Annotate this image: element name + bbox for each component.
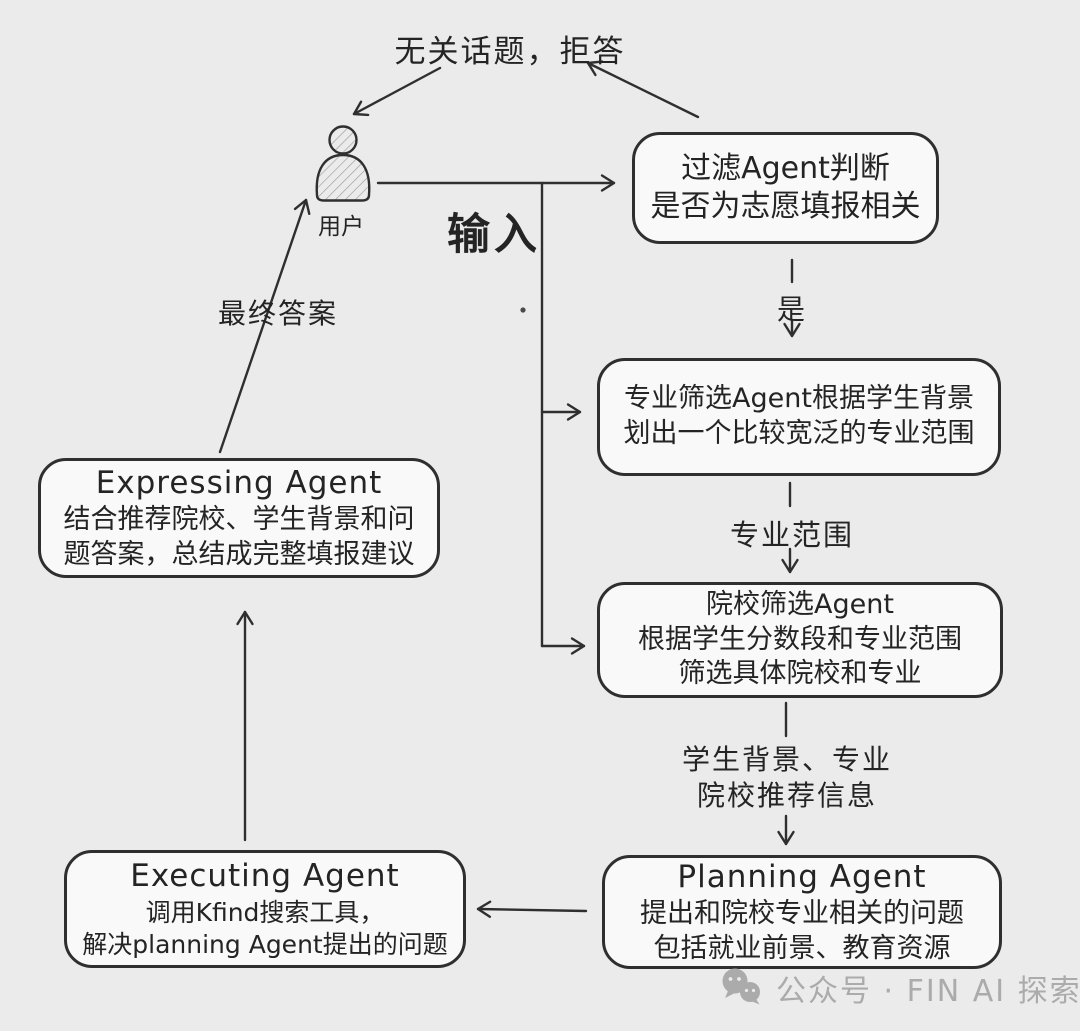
major-screening-line2: 划出一个比较宽泛的专业范围	[623, 418, 975, 449]
arrow-planning-to-executing	[476, 900, 588, 918]
major-screening-line1: 专业筛选Agent根据学生背景	[624, 383, 974, 415]
planning-agent-title: Planning Agent	[677, 858, 927, 895]
planning-agent-line2: 提出和院校专业相关的问题	[640, 898, 964, 930]
watermark-text: 公众号 · FIN AI 探索	[776, 974, 1080, 1009]
college-screening-line3: 筛选具体院校和专业	[678, 658, 922, 690]
executing-agent-title: Executing Agent	[130, 858, 400, 895]
expressing-agent-line2: 结合推荐院校、学生背景和问	[63, 504, 415, 536]
executing-agent-line3: 解决planning Agent提出的问题	[82, 929, 448, 959]
filter-agent-box: 过滤Agent判断 是否为志愿填报相关	[632, 132, 939, 244]
expressing-agent-line3: 题答案，总结成完整填报建议	[63, 538, 415, 570]
major-range-label: 专业范围	[729, 518, 855, 552]
yes-label: 是	[776, 293, 806, 326]
refusal-label: 无关话题，拒答	[394, 34, 626, 70]
college-screening-line1: 院校筛选Agent	[706, 589, 894, 621]
major-screening-agent-box: 专业筛选Agent根据学生背景 划出一个比较宽泛的专业范围	[597, 358, 1001, 476]
planning-agent-box: Planning Agent 提出和院校专业相关的问题 包括就业前景、教育资源	[602, 855, 1002, 969]
user-figure-icon	[315, 125, 371, 202]
executing-agent-line2: 调用Kfind搜索工具，	[145, 897, 385, 927]
college-screening-agent-box: 院校筛选Agent 根据学生分数段和专业范围 筛选具体院校和专业	[597, 582, 1003, 698]
ink-dot	[520, 307, 526, 313]
arrow-final-answer	[218, 198, 311, 454]
watermark: 公众号 · FIN AI 探索	[718, 966, 1080, 1010]
final-answer-label: 最终答案	[217, 297, 339, 330]
expressing-agent-box: Expressing Agent 结合推荐院校、学生背景和问 题答案，总结成完整…	[38, 458, 440, 578]
filter-agent-line2: 是否为志愿填报相关	[650, 189, 921, 224]
executing-agent-box: Executing Agent 调用Kfind搜索工具， 解决planning …	[64, 850, 466, 968]
handoff-label-line2: 院校推荐信息	[696, 779, 878, 813]
arrow-refusal-to-user	[352, 66, 442, 117]
handoff-label: 学生背景、专业 院校推荐信息	[682, 742, 892, 815]
filter-agent-line1: 过滤Agent判断	[681, 150, 890, 186]
user-label: 用户	[318, 214, 364, 240]
expressing-agent-title: Expressing Agent	[95, 464, 383, 501]
handoff-label-line1: 学生背景、专业	[681, 743, 893, 776]
college-screening-line2: 根据学生分数段和专业范围	[638, 623, 962, 655]
input-label: 输入	[447, 210, 541, 260]
wechat-icon	[722, 968, 760, 1005]
planning-agent-line3: 包括就业前景、教育资源	[653, 932, 951, 964]
arrow-filter-to-refusal-label	[586, 60, 700, 119]
